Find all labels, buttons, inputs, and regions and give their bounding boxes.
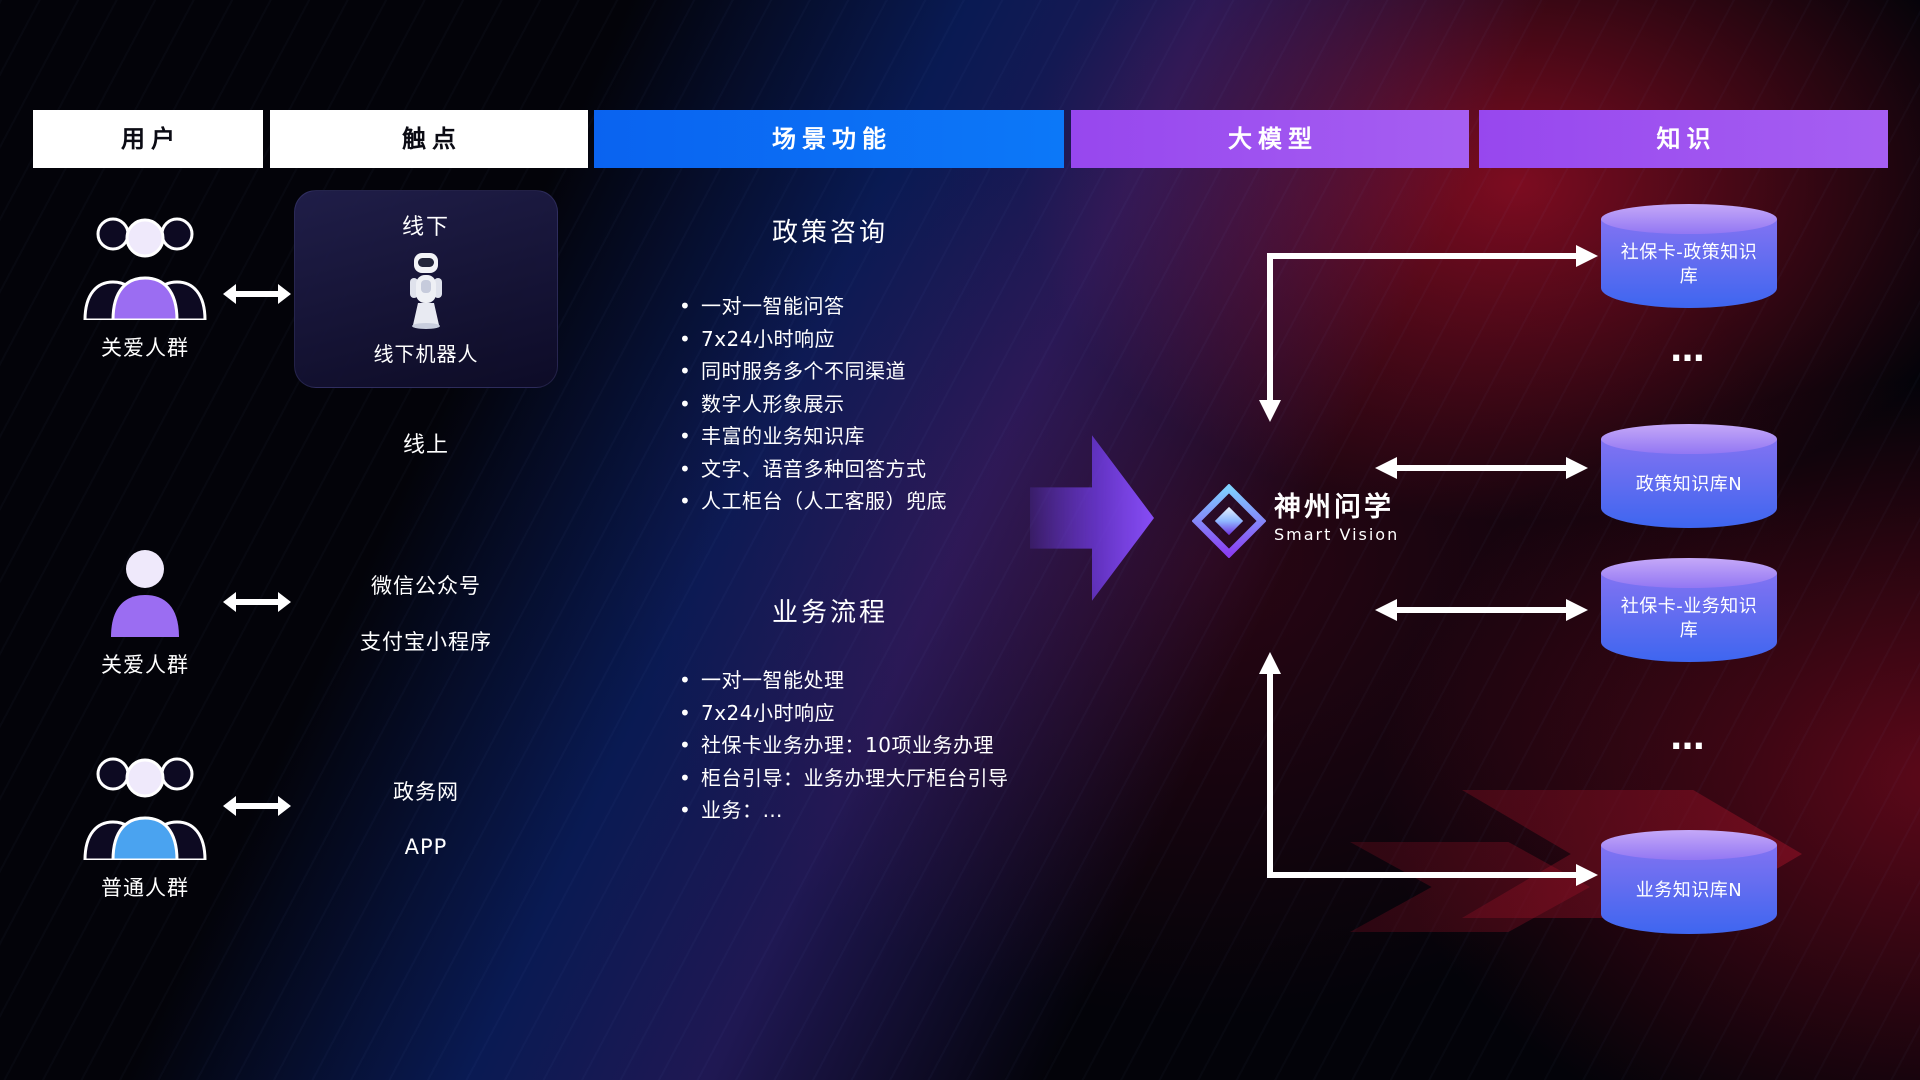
bidirectional-arrow-icon [223,284,291,304]
user-label: 普通人群 [101,876,189,900]
user-label: 关爱人群 [101,653,189,677]
scenario-policy-feature-list: 一对一智能问答 7x24小时响应 同时服务多个不同渠道 数字人形象展示 丰富的业… [677,290,947,518]
column-header-knowledge: 知识 [1479,110,1888,168]
touchpoint-alipay: 支付宝小程序 [360,630,492,654]
user-single-care: 关爱人群 [55,545,235,679]
people-group-icon [83,217,207,322]
feature-item: 7x24小时响应 [677,323,947,356]
touchpoint-online-label: 线上 [402,433,449,458]
column-header-users: 用户 [33,110,263,168]
db-cylinder-cap [1601,424,1777,454]
feature-item: 7x24小时响应 [677,697,1009,730]
touchpoint-gov-web: 政务网 [393,780,459,804]
knowledge-db-business-n: 业务知识库N [1601,830,1777,934]
scenario-business-feature-list: 一对一智能处理 7x24小时响应 社保卡业务办理：10项业务办理 柜台引导：业务… [677,664,1009,827]
db-cylinder-cap [1601,830,1777,860]
knowledge-db-policy-n: 政策知识库N [1601,424,1777,528]
robot-icon [410,252,442,329]
feature-item: 一对一智能问答 [677,290,947,323]
user-group-general: 普通人群 [55,748,235,902]
column-header-scenarios: 场景功能 [594,110,1064,168]
feature-item: 人工柜台（人工客服）兜底 [677,485,947,518]
model-subtitle: Smart Vision [1274,525,1400,544]
db-label: 社保卡-政策知识库 [1620,241,1758,287]
feature-item: 一对一智能处理 [677,664,1009,697]
ellipsis: … [1670,718,1708,758]
scenario-title-policy: 政策咨询 [771,218,888,248]
knowledge-db-policy-social-card: 社保卡-政策知识库 [1601,204,1777,308]
user-group-care: 关爱人群 [55,208,235,362]
feature-item: 数字人形象展示 [677,388,947,421]
touchpoint-app: APP [404,835,448,859]
touchpoint-wechat: 微信公众号 [371,574,481,598]
people-group-icon [83,757,207,862]
person-icon [111,550,179,637]
offline-title: 线下 [401,215,450,240]
column-header-touchpoints: 触点 [270,110,588,168]
feature-item: 业务：… [677,794,1009,827]
db-label: 社保卡-业务知识库 [1620,595,1758,641]
smart-vision-logo-text: 神州问学 Smart Vision [1274,492,1399,545]
feature-item: 社保卡业务办理：10项业务办理 [677,729,1009,762]
bidirectional-arrow-icon [223,592,291,612]
db-label: 业务知识库N [1635,879,1743,901]
knowledge-db-business-social-card: 社保卡-业务知识库 [1601,558,1777,662]
feature-item: 文字、语音多种回答方式 [677,453,947,486]
smart-vision-logo-icon [1192,484,1266,558]
db-cylinder-cap [1601,558,1777,588]
offline-robot-label: 线下机器人 [373,342,479,366]
db-cylinder-cap [1601,204,1777,234]
ellipsis: … [1670,330,1708,370]
column-header-model: 大模型 [1071,110,1469,168]
feature-item: 柜台引导：业务办理大厅柜台引导 [677,762,1009,795]
scenario-title-business: 业务流程 [771,598,888,628]
db-label: 政策知识库N [1635,473,1743,495]
offline-touchpoint-card: 线下 线下机器人 [294,190,558,388]
model-name: 神州问学 [1274,492,1394,523]
feature-item: 丰富的业务知识库 [677,420,947,453]
user-label: 关爱人群 [101,336,189,360]
bidirectional-arrow-icon [223,796,291,816]
feature-item: 同时服务多个不同渠道 [677,355,947,388]
